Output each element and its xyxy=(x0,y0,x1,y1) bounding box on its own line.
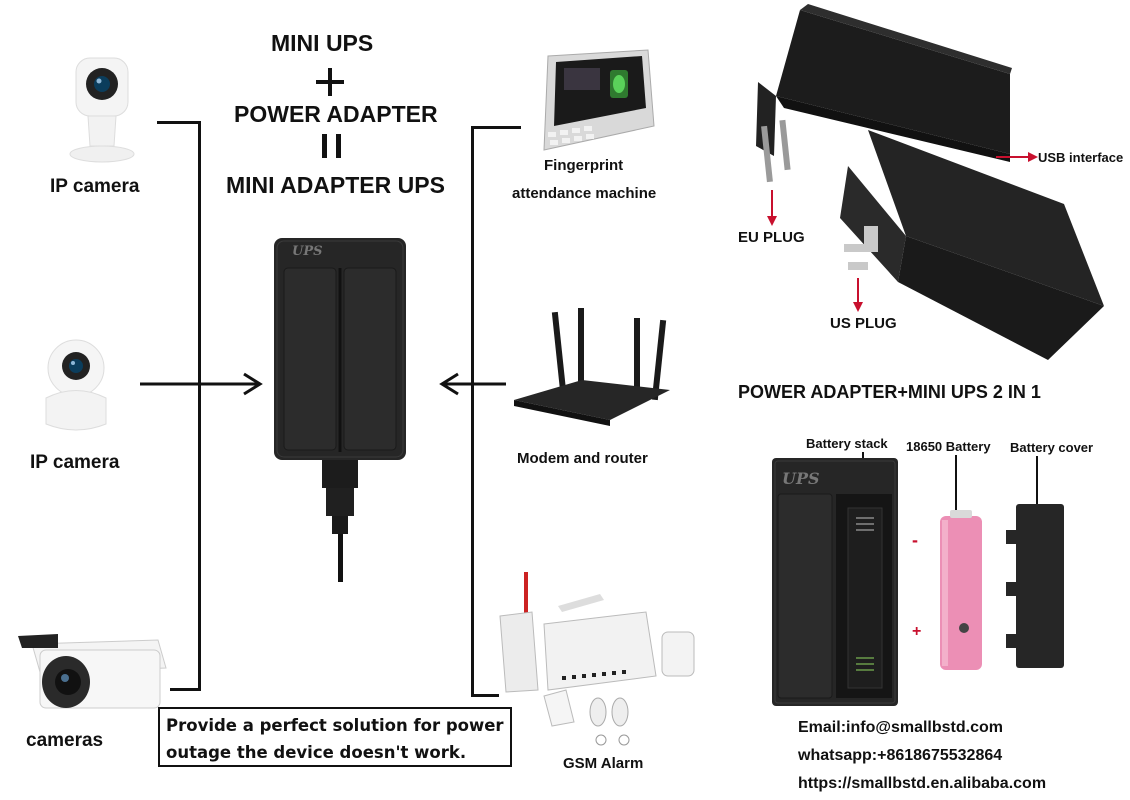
us-red-arrow-icon xyxy=(853,278,863,312)
note-line-2: outage the device doesn't work. xyxy=(166,743,467,762)
right-device-label-1b: attendance machine xyxy=(512,185,657,202)
bullet-camera-icon xyxy=(18,634,167,709)
ups-plug-product-icon xyxy=(756,4,1104,360)
contact-email[interactable]: Email:info@smallbstd.com xyxy=(798,719,1003,736)
left-arrow-icon xyxy=(140,372,263,396)
ups-battery-case-icon xyxy=(772,458,898,706)
right-arrow-icon xyxy=(439,372,506,396)
gsm-alarm-icon xyxy=(499,572,695,746)
mini-ups-adapter-icon xyxy=(274,238,406,582)
battery-minus-sign: - xyxy=(912,530,918,550)
plus-sign xyxy=(316,68,344,96)
router-icon xyxy=(514,308,670,426)
note-line-1: Provide a perfect solution for power xyxy=(166,716,504,735)
right-device-label-2: Modem and router xyxy=(517,450,648,467)
headline-line1: MINI UPS xyxy=(271,30,374,56)
battery-cover-label: Battery cover xyxy=(1010,440,1094,455)
equals-sign xyxy=(320,134,344,158)
right-device-label-1a: Fingerprint xyxy=(544,157,624,174)
battery-stack-label: Battery stack xyxy=(806,436,888,451)
usb-label: USB interface xyxy=(1038,150,1124,165)
cover-pointer xyxy=(1036,456,1038,506)
left-bracket-top xyxy=(157,121,201,124)
contact-whatsapp[interactable]: whatsapp:+8618675532864 xyxy=(798,747,1003,764)
battery-18650-icon xyxy=(940,510,982,670)
right-bracket-bottom xyxy=(471,694,499,697)
eu-plug-label: EU PLUG xyxy=(738,229,805,246)
usb-red-arrow-icon xyxy=(996,152,1038,162)
battery-case-brand: UPS xyxy=(782,469,820,488)
left-device-label-2: IP camera xyxy=(30,452,120,473)
headline-line2: POWER ADAPTER xyxy=(234,101,438,127)
battery-plus-sign: + xyxy=(912,623,922,640)
battery-pointer xyxy=(955,455,957,513)
left-bracket-vertical xyxy=(198,121,201,690)
headline-line3: MINI ADAPTER UPS xyxy=(226,172,445,198)
contact-url[interactable]: https://smallbstd.en.alibaba.com xyxy=(798,775,1047,792)
product-caption: POWER ADAPTER+MINI UPS 2 IN 1 xyxy=(738,382,1041,402)
center-ups-brand: UPS xyxy=(292,244,323,259)
left-device-label-3: cameras xyxy=(26,730,104,751)
us-plug-label: US PLUG xyxy=(830,315,897,332)
eu-red-arrow-icon xyxy=(767,190,777,226)
right-bracket-top xyxy=(471,126,521,129)
right-device-label-3: GSM Alarm xyxy=(563,755,644,772)
pan-tilt-camera-icon xyxy=(45,339,107,431)
note-box: Provide a perfect solution for power out… xyxy=(158,707,512,767)
dome-camera-icon xyxy=(69,57,135,163)
left-device-label-1: IP camera xyxy=(50,176,140,197)
right-bracket-vertical xyxy=(471,126,474,696)
battery-label: 18650 Battery xyxy=(906,439,991,454)
battery-cover-icon xyxy=(1006,504,1064,668)
left-bracket-bottom xyxy=(170,688,201,691)
fingerprint-machine-icon xyxy=(543,49,655,151)
